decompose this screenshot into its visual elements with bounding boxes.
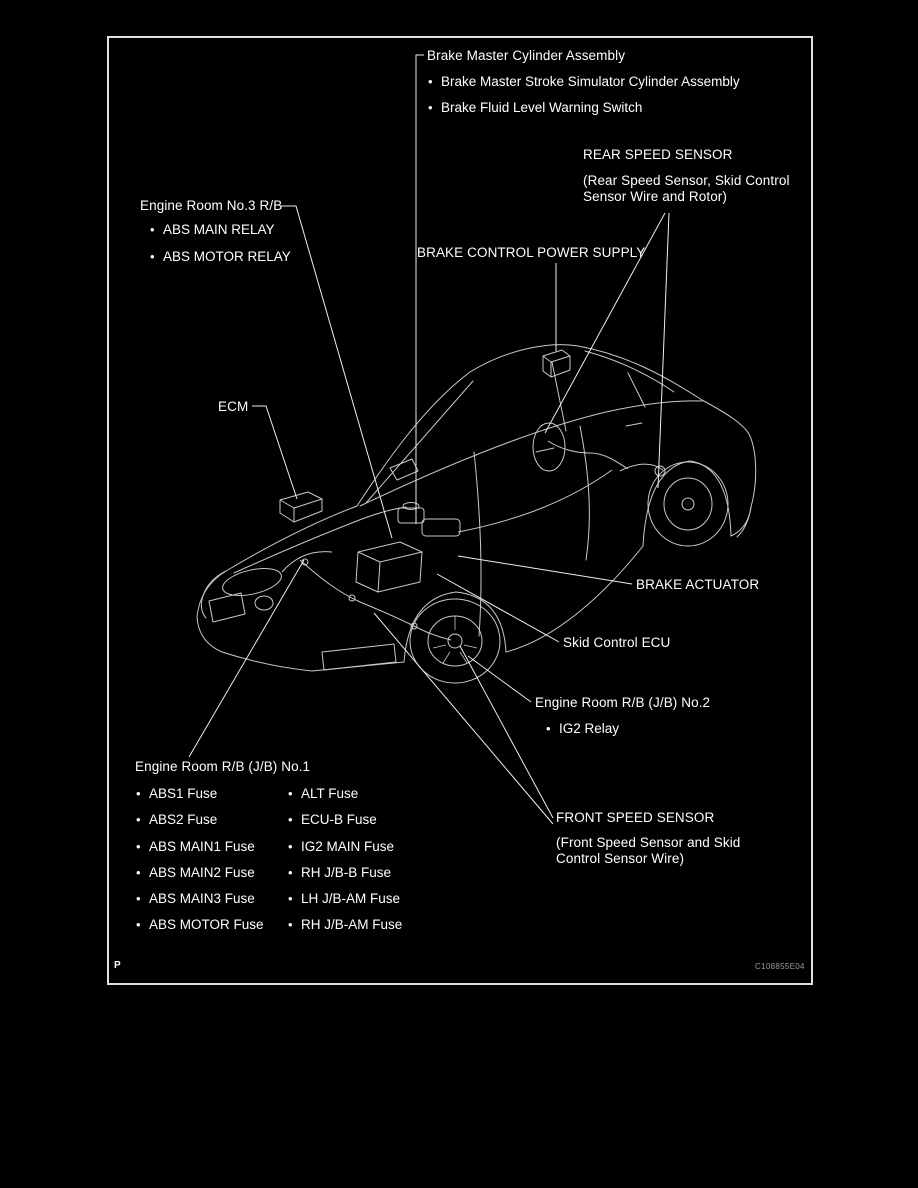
list-fuses-col2: ALT Fuse ECU-B Fuse IG2 MAIN Fuse RH J/B… <box>288 781 402 939</box>
label-rear-speed-sensor: REAR SPEED SENSOR <box>583 147 733 162</box>
list-fuses-col1: ABS1 Fuse ABS2 Fuse ABS MAIN1 Fuse ABS M… <box>136 781 264 939</box>
list-item: ABS MAIN RELAY <box>150 216 291 243</box>
list-item: ALT Fuse <box>288 781 402 807</box>
label-front-speed-sensor: FRONT SPEED SENSOR <box>556 810 715 825</box>
label-engine-room-no3: Engine Room No.3 R/B <box>140 198 283 213</box>
diagram-frame <box>107 36 813 985</box>
label-front-speed-sensor-detail: (Front Speed Sensor and Skid Control Sen… <box>556 835 741 866</box>
page-letter: P <box>114 960 121 971</box>
list-item: Brake Master Stroke Simulator Cylinder A… <box>428 69 740 95</box>
list-item: ECU-B Fuse <box>288 807 402 833</box>
list-item: ABS1 Fuse <box>136 781 264 807</box>
list-item: ABS MOTOR Fuse <box>136 912 264 938</box>
list-item: ABS MAIN3 Fuse <box>136 886 264 912</box>
list-item: ABS MOTOR RELAY <box>150 243 291 270</box>
list-item: ABS MAIN2 Fuse <box>136 860 264 886</box>
list-item: LH J/B-AM Fuse <box>288 886 402 912</box>
label-brake-master-title: Brake Master Cylinder Assembly <box>427 48 626 63</box>
label-engine-room-no1: Engine Room R/B (J/B) No.1 <box>135 759 311 774</box>
label-skid-control-ecu: Skid Control ECU <box>563 635 671 650</box>
list-item: RH J/B-B Fuse <box>288 860 402 886</box>
list-engine-room-no2-items: IG2 Relay <box>546 715 619 742</box>
label-brake-actuator: BRAKE ACTUATOR <box>636 577 760 592</box>
label-engine-room-no2: Engine Room R/B (J/B) No.2 <box>535 695 711 710</box>
list-item: IG2 MAIN Fuse <box>288 834 402 860</box>
list-item: ABS2 Fuse <box>136 807 264 833</box>
list-item: Brake Fluid Level Warning Switch <box>428 95 740 121</box>
list-item: RH J/B-AM Fuse <box>288 912 402 938</box>
figure-code: C108855E04 <box>755 962 805 971</box>
label-ecm: ECM <box>218 399 249 414</box>
label-brake-control-power-supply: BRAKE CONTROL POWER SUPPLY <box>417 245 646 260</box>
label-rear-speed-sensor-detail: (Rear Speed Sensor, Skid Control Sensor … <box>583 173 790 204</box>
list-engine-room-no3-items: ABS MAIN RELAY ABS MOTOR RELAY <box>150 216 291 270</box>
list-item: ABS MAIN1 Fuse <box>136 834 264 860</box>
list-brake-master-items: Brake Master Stroke Simulator Cylinder A… <box>428 69 740 121</box>
list-item: IG2 Relay <box>546 715 619 742</box>
